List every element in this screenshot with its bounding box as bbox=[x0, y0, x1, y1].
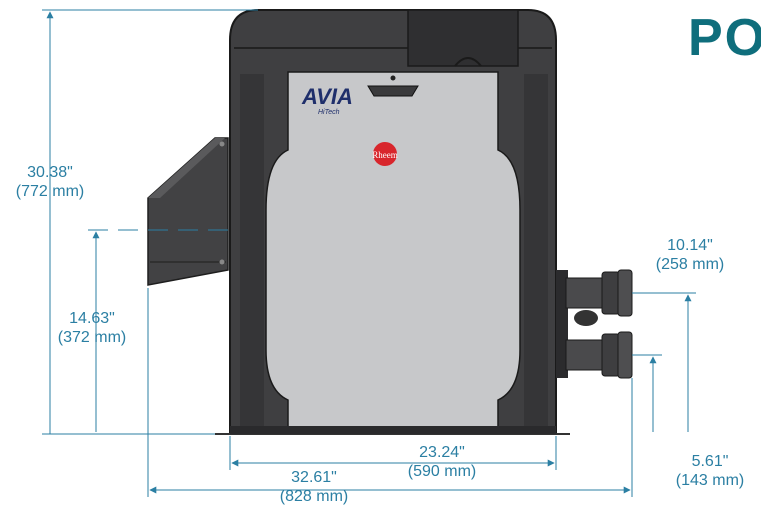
lower-pipe-mm: (143 mm) bbox=[675, 472, 745, 489]
heater-cabinet bbox=[229, 9, 557, 434]
overall-height-label: 30.38" (772 mm) bbox=[0, 163, 100, 201]
vent-height-inches: 14.63" bbox=[69, 310, 115, 327]
overall-width-mm: (828 mm) bbox=[279, 488, 349, 505]
vent-height-label: 14.63" (372 mm) bbox=[42, 309, 142, 347]
upper-pipe-inches: 10.14" bbox=[667, 237, 713, 254]
overall-height-inches: 30.38" bbox=[27, 164, 73, 181]
vent-height-mm: (372 mm) bbox=[57, 329, 127, 346]
dimension-lines bbox=[42, 9, 696, 497]
service-lid bbox=[407, 9, 519, 67]
svg-text:HiTech: HiTech bbox=[318, 109, 340, 116]
lower-pipe-label: 5.61" (143 mm) bbox=[662, 452, 758, 490]
svg-text:AVIA: AVIA bbox=[301, 84, 353, 109]
base-width-inches: 23.24" bbox=[419, 444, 465, 461]
lower-pipe-inches: 5.61" bbox=[691, 453, 729, 470]
upper-pipe-mm: (258 mm) bbox=[655, 256, 725, 273]
brand-heading: PO bbox=[688, 9, 761, 67]
base-width-label: 23.24" (590 mm) bbox=[392, 443, 492, 481]
overall-height-mm: (772 mm) bbox=[15, 183, 85, 200]
rheem-badge: Rheem bbox=[372, 142, 398, 166]
base-width-mm: (590 mm) bbox=[407, 463, 477, 480]
avia-logo: AVIA HiTech bbox=[301, 84, 353, 116]
svg-text:Rheem: Rheem bbox=[372, 150, 398, 160]
side-vent-box bbox=[147, 137, 229, 286]
front-panel bbox=[265, 71, 521, 429]
water-pipes bbox=[556, 269, 633, 379]
upper-pipe-label: 10.14" (258 mm) bbox=[640, 236, 740, 274]
overall-width-label: 32.61" (828 mm) bbox=[264, 468, 364, 506]
overall-width-inches: 32.61" bbox=[291, 469, 337, 486]
